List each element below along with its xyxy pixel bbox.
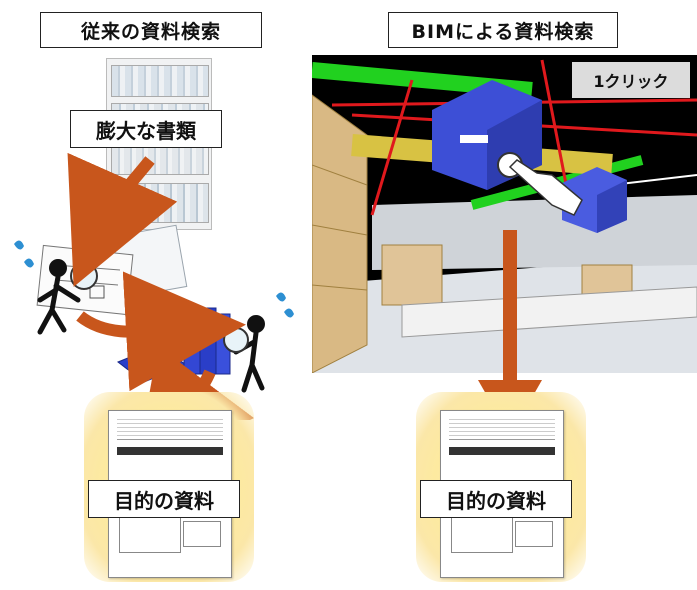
right-title: BIMによる資料検索 xyxy=(388,12,618,48)
left-result-label: 目的の資料 xyxy=(88,480,240,518)
searcher-figure-right xyxy=(223,292,294,393)
left-title: 従来の資料検索 xyxy=(40,12,262,48)
right-result-label-text: 目的の資料 xyxy=(446,488,546,513)
right-title-text: BIMによる資料検索 xyxy=(411,20,595,43)
pointing-hand-icon xyxy=(497,152,583,216)
click-badge: 1クリック xyxy=(572,62,690,98)
left-title-text: 従来の資料検索 xyxy=(80,20,221,43)
search-arrow-1 xyxy=(67,152,178,287)
books-icon xyxy=(117,307,231,383)
click-badge-text: 1クリック xyxy=(593,72,669,91)
bookshelf-label: 膨大な書類 xyxy=(70,110,222,148)
search-arrow-2 xyxy=(76,271,246,392)
bookshelf-label-text: 膨大な書類 xyxy=(96,118,196,143)
right-result-label: 目的の資料 xyxy=(420,480,572,518)
duct-box-secondary xyxy=(562,167,627,233)
search-scene xyxy=(14,152,294,420)
left-result-label-text: 目的の資料 xyxy=(114,488,214,513)
